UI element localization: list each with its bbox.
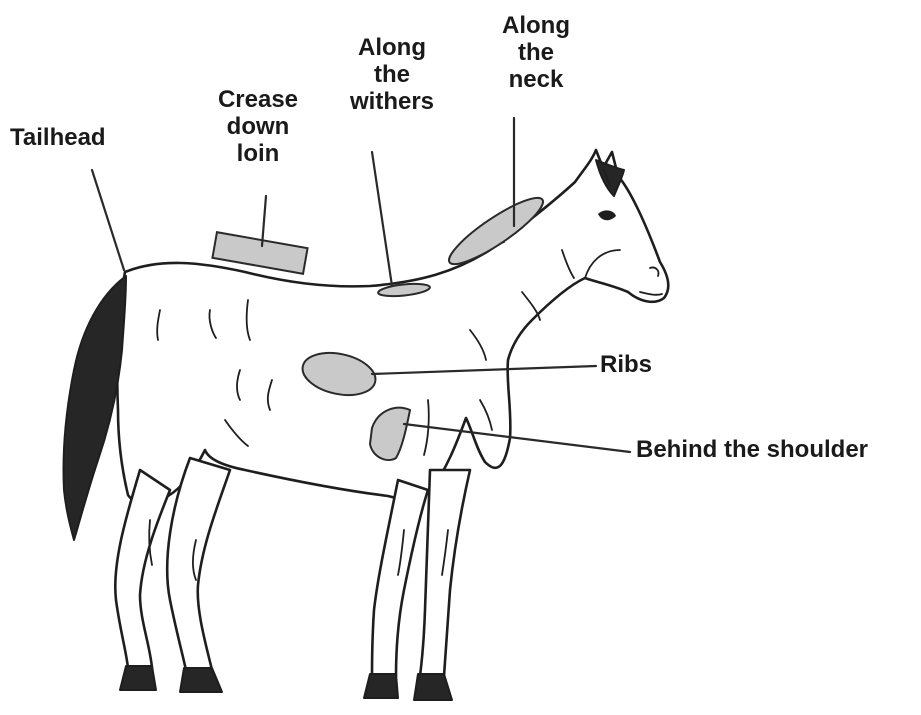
leader-line-tailhead bbox=[92, 170, 124, 270]
hoof-3 bbox=[364, 674, 398, 698]
hoof-2 bbox=[180, 668, 222, 692]
label-tailhead: Tailhead bbox=[10, 124, 106, 151]
front-leg-right bbox=[420, 470, 470, 676]
label-ribs: Ribs bbox=[600, 351, 652, 378]
leader-line-crease-down-loin bbox=[262, 196, 266, 246]
label-along-the-withers: Along the withers bbox=[332, 34, 452, 115]
label-behind-the-shoulder: Behind the shoulder bbox=[636, 436, 868, 463]
hind-leg-left bbox=[115, 470, 170, 668]
hoof-1 bbox=[120, 666, 156, 690]
hoof-4 bbox=[414, 674, 452, 700]
label-along-the-neck: Along the neck bbox=[476, 12, 596, 93]
front-leg-left bbox=[372, 480, 428, 676]
label-crease-down-loin: Crease down loin bbox=[198, 86, 318, 167]
leader-line-along-the-withers bbox=[372, 152, 392, 286]
